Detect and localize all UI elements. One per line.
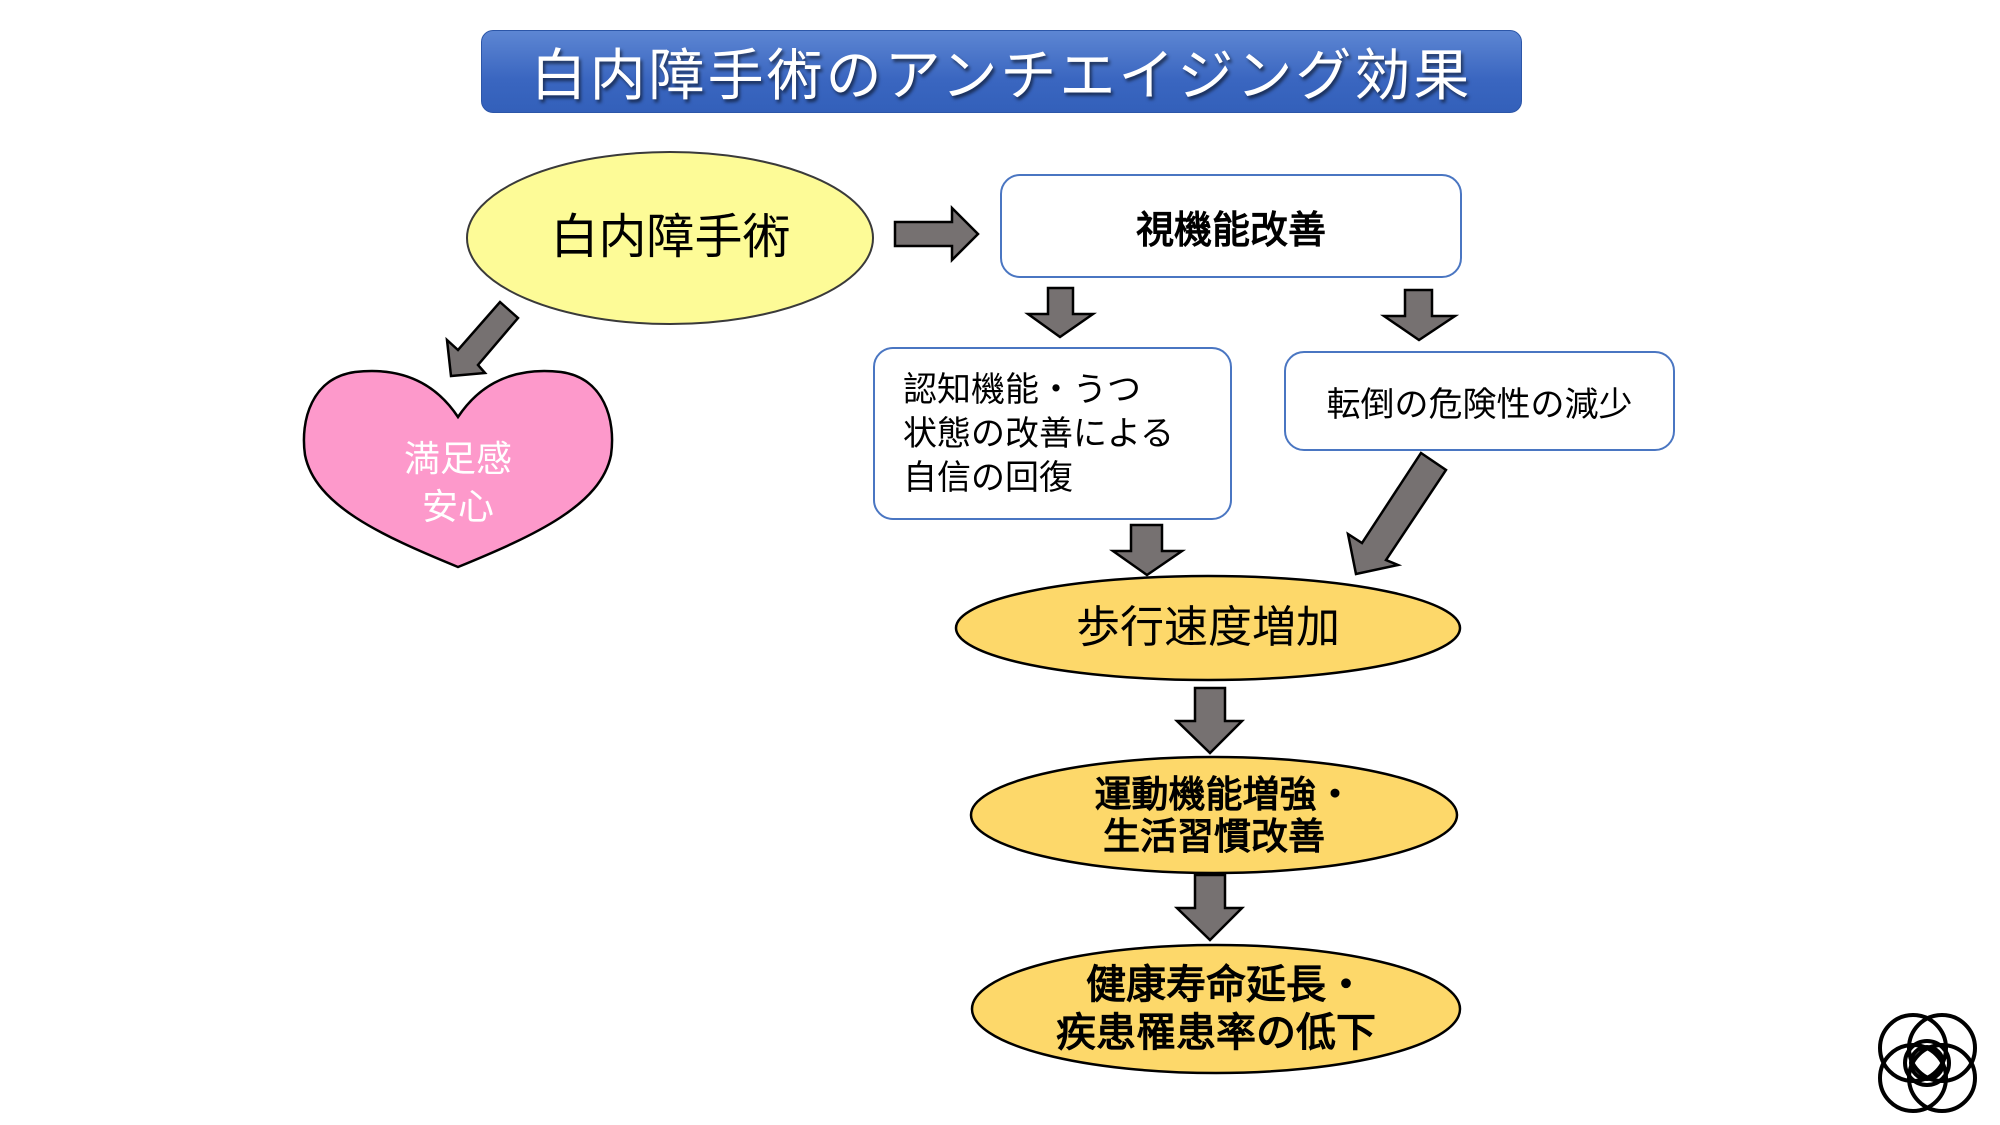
motor-function-line-1: 運動機能増強・ [1094,773,1354,816]
walking-speed-node-shape [954,574,1462,682]
cognitive-node: 認知機能・うつ 状態の改善による 自信の回復 [873,347,1232,520]
surgery-label: 白内障手術 [550,209,791,265]
fall-risk-label: 転倒の危険性の減少 [1326,384,1633,425]
arrow-right-icon [893,204,980,264]
cognitive-line-3: 自信の回復 [903,457,1073,498]
motor-function-node: 運動機能増強・ 生活習慣改善 [971,774,1457,858]
fall-risk-node: 転倒の危険性の減少 [1284,351,1675,451]
arrow-diagonal-icon [445,300,520,378]
visual-improvement-node: 視機能改善 [1000,174,1462,278]
walking-speed-label: 歩行速度増加 [1076,602,1340,653]
arrow-down-icon [1109,523,1187,577]
satisfaction-line-1: 満足感 [403,439,512,480]
rosette-logo-icon [1878,1013,1977,1113]
title-banner: 白内障手術のアンチエイジング効果 [481,30,1522,113]
arrow-down-icon [1173,873,1246,942]
healthy-life-line-2: 疾患罹患率の低下 [1056,1010,1376,1056]
healthy-life-node-shape [970,943,1462,1075]
satisfaction-node: 満足感 安心 [358,436,558,532]
arrow-diagonal-icon [1346,451,1448,576]
surgery-node-shape [466,151,874,325]
heart-shape [302,369,614,569]
motor-function-line-2: 生活習慣改善 [1103,815,1325,858]
arrow-down-icon [1173,686,1246,755]
motor-function-node-shape [969,755,1459,875]
surgery-node: 白内障手術 [468,207,873,267]
cognitive-line-1: 認知機能・うつ [903,369,1141,410]
cognitive-line-2: 状態の改善による [903,413,1174,454]
walking-speed-node: 歩行速度増加 [956,600,1460,656]
healthy-life-line-1: 健康寿命延長・ [1086,962,1366,1008]
arrow-down-icon [1379,288,1460,342]
satisfaction-line-2: 安心 [421,487,494,528]
page-title: 白内障手術のアンチエイジング効果 [530,44,1473,109]
visual-improvement-label: 視機能改善 [1135,207,1326,252]
healthy-life-node: 健康寿命延長・ 疾患罹患率の低下 [972,961,1460,1057]
arrow-down-icon [1024,286,1097,339]
